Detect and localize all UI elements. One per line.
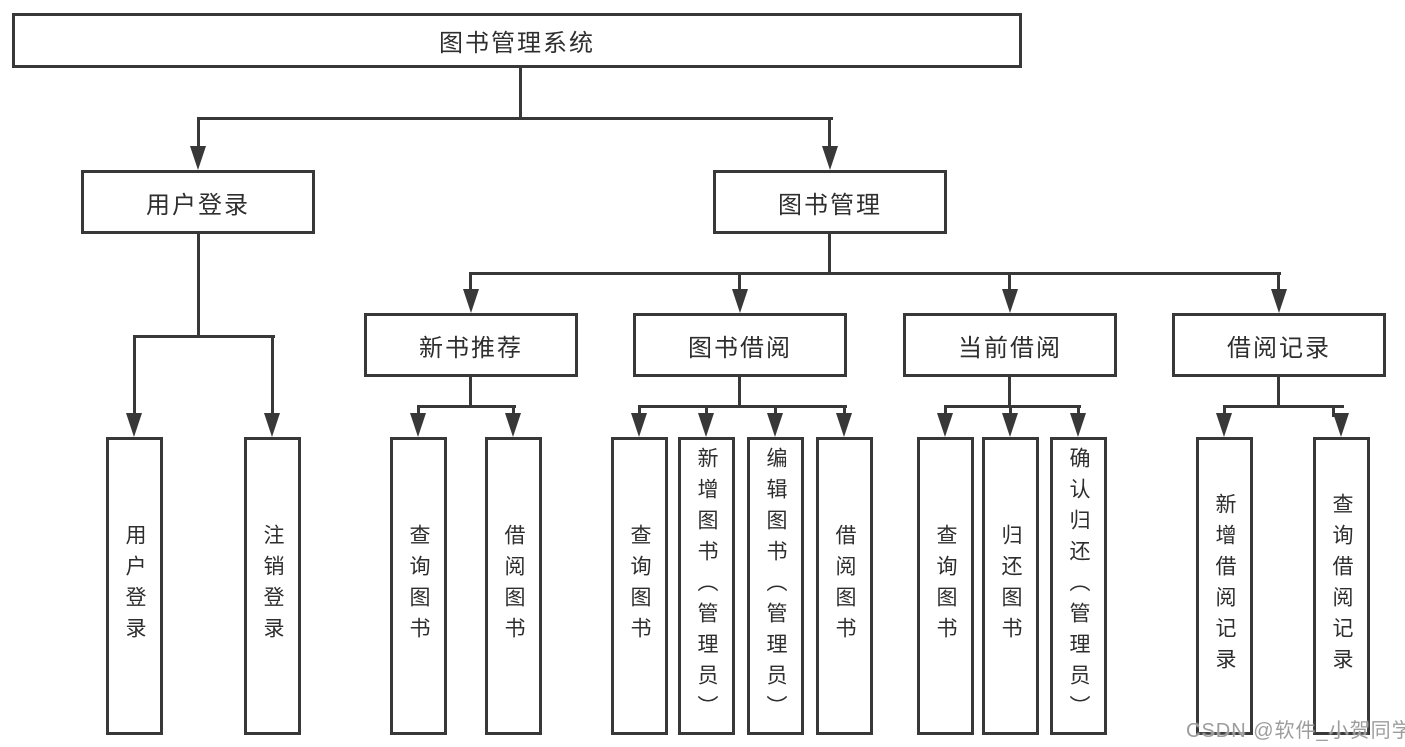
- connector-book-mgmt-stem: [828, 234, 831, 274]
- arrow-down-icon: [1070, 413, 1086, 437]
- arrow-down-icon: [505, 413, 521, 437]
- leaf-label: 查询图书: [407, 524, 430, 648]
- connector-stub: [1223, 405, 1226, 417]
- node-current-borrow-label: 当前借阅: [958, 334, 1062, 362]
- arrow-down-icon: [767, 413, 783, 437]
- connector-stub: [638, 405, 641, 417]
- connector-recommend-branch: [417, 405, 516, 408]
- connector-stub: [843, 405, 846, 417]
- connector-user-login-stem: [197, 234, 200, 337]
- arrow-down-icon: [264, 413, 280, 437]
- arrow-down-icon: [1333, 413, 1349, 437]
- connector-current-branch: [944, 405, 1081, 408]
- arrow-down-icon: [1002, 289, 1018, 313]
- leaf-borrow-query-books: 查询图书: [611, 437, 668, 735]
- connector-stub: [828, 117, 831, 149]
- connector-stub: [705, 405, 708, 417]
- node-current-borrow: 当前借阅: [903, 313, 1117, 377]
- arrow-down-icon: [836, 413, 852, 437]
- arrow-down-icon: [126, 413, 142, 437]
- leaf-user-login: 用户登录: [106, 437, 163, 735]
- connector-borrow-branch: [638, 405, 847, 408]
- connector-stub: [944, 405, 947, 417]
- arrow-down-icon: [1002, 413, 1018, 437]
- leaf-logout: 注销登录: [244, 437, 301, 735]
- leaf-borrow-add-books-admin: 新增图书（管理员）: [678, 437, 735, 735]
- connector-stub: [1077, 405, 1080, 417]
- arrow-down-icon: [732, 289, 748, 313]
- node-book-management-label: 图书管理: [778, 191, 882, 219]
- leaf-records-add-record: 新增借阅记录: [1196, 437, 1253, 735]
- connector-stub: [774, 405, 777, 417]
- connector-stub: [512, 405, 515, 417]
- node-borrow-records: 借阅记录: [1172, 313, 1386, 377]
- connector-stub: [1008, 272, 1011, 292]
- node-root-label: 图书管理系统: [439, 30, 595, 57]
- leaf-borrow-borrow-books: 借阅图书: [816, 437, 873, 735]
- arrow-down-icon: [1216, 413, 1232, 437]
- arrow-down-icon: [190, 146, 206, 170]
- connector-level3-branch: [469, 272, 1281, 275]
- connector-stub: [1277, 272, 1280, 292]
- connector-recommend-stem: [469, 377, 472, 407]
- connector-borrow-stem: [738, 377, 741, 407]
- connector-stub: [271, 335, 274, 415]
- arrow-down-icon: [698, 413, 714, 437]
- node-root: 图书管理系统: [12, 13, 1022, 68]
- arrow-down-icon: [822, 146, 838, 170]
- leaf-label: 借阅图书: [502, 524, 525, 648]
- arrow-down-icon: [410, 413, 426, 437]
- connector-current-stem: [1008, 377, 1011, 407]
- node-new-book-recommend-label: 新书推荐: [419, 334, 523, 362]
- connector-stub: [1009, 405, 1012, 417]
- connector-root-stem: [519, 68, 522, 118]
- connector-stub: [417, 405, 420, 417]
- connector-stub: [469, 272, 472, 292]
- leaf-label: 查询借阅记录: [1330, 493, 1353, 679]
- arrow-down-icon: [937, 413, 953, 437]
- connector-stub: [1332, 405, 1335, 417]
- leaf-records-query-record: 查询借阅记录: [1313, 437, 1370, 735]
- leaf-label: 查询图书: [934, 524, 957, 648]
- leaf-label: 查询图书: [628, 524, 651, 648]
- node-new-book-recommend: 新书推荐: [364, 313, 578, 377]
- arrow-down-icon: [463, 289, 479, 313]
- csdn-watermark: CSDN @软件_小贺同学: [1186, 720, 1405, 742]
- node-book-management: 图书管理: [713, 170, 947, 234]
- arrow-down-icon: [1271, 289, 1287, 313]
- leaf-label: 新增借阅记录: [1213, 493, 1236, 679]
- leaf-label: 编辑图书（管理员）: [764, 446, 787, 726]
- leaf-recommend-query-books: 查询图书: [390, 437, 447, 735]
- node-user-login-label: 用户登录: [146, 191, 250, 219]
- leaf-borrow-edit-books-admin: 编辑图书（管理员）: [747, 437, 804, 735]
- leaf-label: 确认归还（管理员）: [1067, 446, 1090, 726]
- node-user-login: 用户登录: [81, 170, 315, 234]
- node-book-borrow: 图书借阅: [633, 313, 847, 377]
- leaf-label: 归还图书: [999, 524, 1022, 648]
- connector-stub: [197, 117, 200, 149]
- leaf-label: 注销登录: [261, 524, 284, 648]
- connector-stub: [738, 272, 741, 292]
- leaf-label: 借阅图书: [833, 524, 856, 648]
- arrow-down-icon: [631, 413, 647, 437]
- leaf-recommend-borrow-books: 借阅图书: [485, 437, 542, 735]
- leaf-current-confirm-return-admin: 确认归还（管理员）: [1050, 437, 1107, 735]
- connector-user-login-branch: [133, 335, 275, 338]
- leaf-current-return-books: 归还图书: [982, 437, 1039, 735]
- leaf-current-query-books: 查询图书: [917, 437, 974, 735]
- connector-records-stem: [1277, 377, 1280, 407]
- leaf-label: 用户登录: [123, 524, 146, 648]
- connector-stub: [133, 335, 136, 415]
- leaf-label: 新增图书（管理员）: [695, 446, 718, 726]
- node-book-borrow-label: 图书借阅: [688, 334, 792, 362]
- connector-records-branch: [1223, 405, 1344, 408]
- connector-level2-branch: [197, 117, 833, 120]
- node-borrow-records-label: 借阅记录: [1227, 334, 1331, 362]
